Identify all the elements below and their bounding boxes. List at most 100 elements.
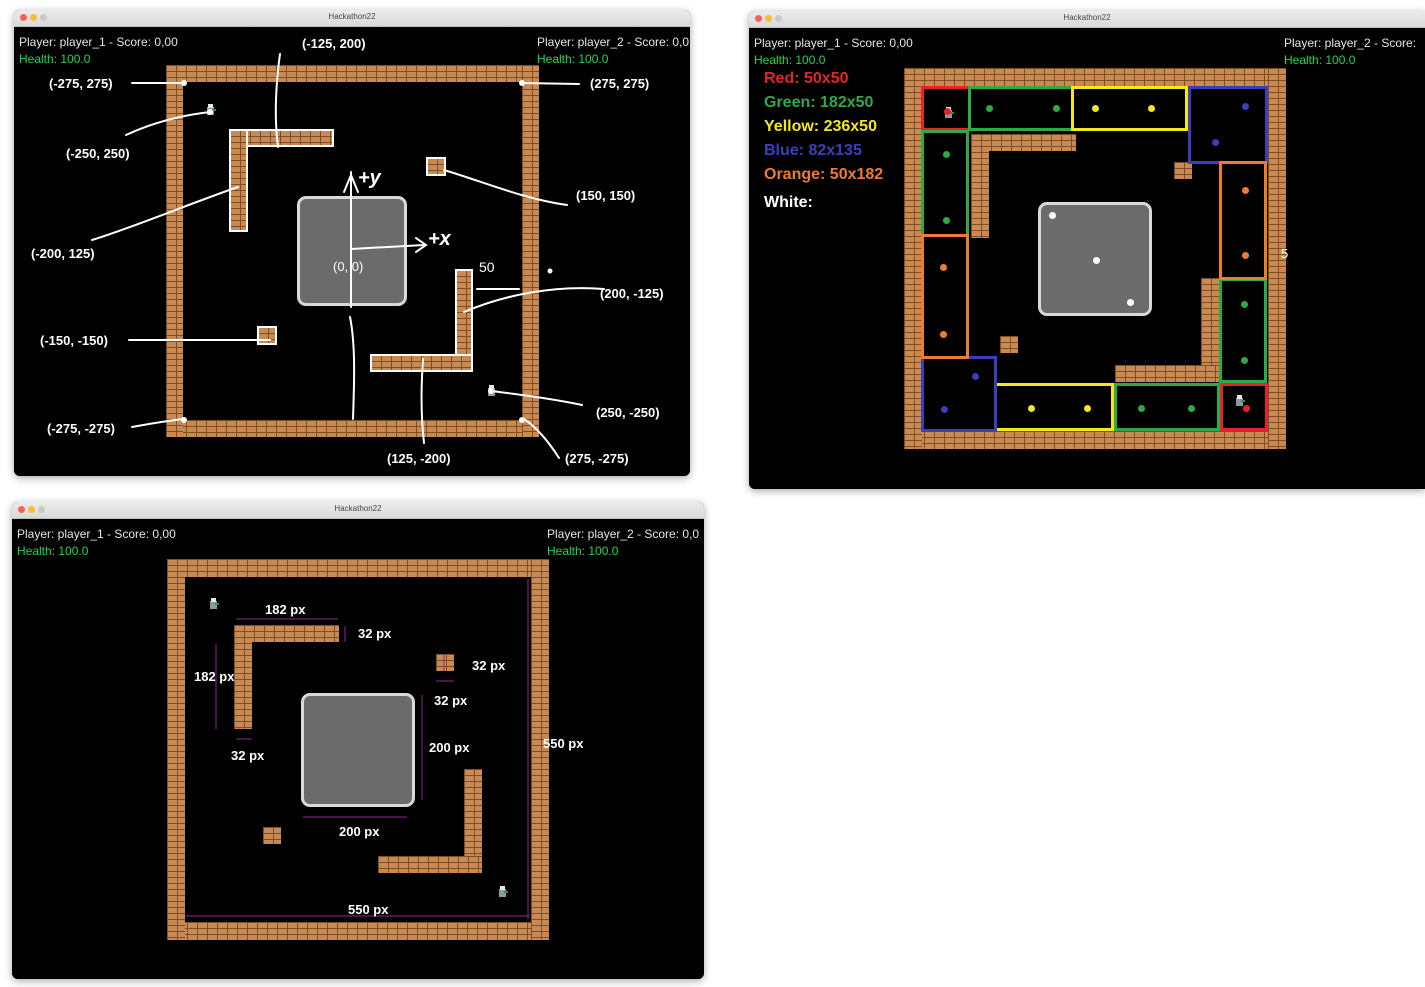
- arena-wall-left: [167, 559, 185, 940]
- maximize-button[interactable]: [40, 14, 47, 21]
- dot-green: [1138, 405, 1145, 412]
- label-block-upper-right: (150, 150): [576, 188, 636, 203]
- player1-health: Health: 100.0: [19, 52, 91, 66]
- dim-block-height: 32 px: [434, 693, 468, 708]
- dot-red: [944, 108, 951, 115]
- label-corner-top-right: (275, 275): [590, 76, 650, 91]
- dot-orange: [1242, 252, 1249, 259]
- inner-wall-right-vertical: [1201, 278, 1219, 382]
- legend-red: Red: 50x50: [764, 70, 849, 87]
- maximize-button[interactable]: [775, 15, 782, 22]
- region-red-bottom-right: [1220, 383, 1268, 431]
- region-orange-left: [921, 234, 969, 359]
- dim-center-width: 200 px: [339, 824, 380, 839]
- region-yellow-bottom: [994, 383, 1114, 431]
- arena-wall-top: [167, 559, 549, 577]
- close-button[interactable]: [755, 15, 762, 22]
- dot-green: [1241, 301, 1248, 308]
- dot-blue: [1242, 103, 1249, 110]
- inner-wall-top-left-horizontal: [229, 129, 334, 147]
- inner-wall-bottom-right-horizontal: [370, 354, 473, 372]
- block-upper-right: [436, 654, 454, 671]
- window-regions: Hackathon22 Player: player_1 - Score: 0,…: [749, 11, 1425, 489]
- game-canvas[interactable]: Player: player_1 - Score: 0,00 Health: 1…: [749, 28, 1425, 489]
- maximize-button[interactable]: [38, 506, 45, 513]
- dot-green: [986, 105, 993, 112]
- label-block-lower-left: (-150, -150): [40, 333, 108, 348]
- dim-top-wall-length: 182 px: [265, 602, 306, 617]
- block-upper-right: [426, 157, 446, 176]
- legend-orange: Orange: 50x182: [764, 166, 884, 183]
- arena-wall-top: [166, 65, 539, 82]
- inner-wall-bottom-horizontal: [1115, 365, 1219, 382]
- arena-wall-right: [522, 65, 539, 437]
- legend-yellow: Yellow: 236x50: [764, 118, 877, 135]
- inner-wall-top-horizontal: [971, 134, 1076, 151]
- label-wall-bottom: (125, -200): [387, 451, 451, 466]
- game-canvas[interactable]: Player: player_1 - Score: 0,00 Health: 1…: [14, 27, 690, 476]
- title-bar[interactable]: Hackathon22: [14, 10, 690, 27]
- dot-green: [943, 151, 950, 158]
- arena-wall-left: [904, 68, 922, 449]
- dimension-lines: [186, 579, 530, 919]
- minimize-button[interactable]: [30, 14, 37, 21]
- player2-health: Health: 100.0: [547, 544, 619, 558]
- label-spawn-top-left: (-250, 250): [66, 146, 130, 161]
- player2-sprite[interactable]: [497, 886, 508, 898]
- player1-score: Player: player_1 - Score: 0,00: [754, 36, 913, 50]
- title-bar[interactable]: Hackathon22: [749, 11, 1425, 28]
- dot-yellow: [1148, 105, 1155, 112]
- dim-block-width: 32 px: [472, 658, 506, 673]
- legend-blue: Blue: 82x135: [764, 142, 862, 159]
- player1-health: Health: 100.0: [17, 544, 89, 558]
- region-blue-top-right: [1188, 86, 1268, 164]
- window-title: Hackathon22: [1063, 13, 1111, 22]
- arena-wall-right: [1268, 68, 1286, 449]
- arena-wall-top: [904, 68, 1286, 86]
- dot-orange: [1242, 187, 1249, 194]
- label-spawn-bottom-right: (250, -250): [596, 405, 660, 420]
- inner-wall-bottom-right-vertical: [455, 269, 473, 372]
- legend-green: Green: 182x50: [764, 94, 874, 111]
- window-title: Hackathon22: [328, 12, 376, 21]
- player2-sprite[interactable]: [1234, 395, 1245, 407]
- dot-green: [943, 217, 950, 224]
- minimize-button[interactable]: [765, 15, 772, 22]
- region-blue-bottom-left: [921, 356, 997, 432]
- region-green-bottom: [1114, 383, 1220, 431]
- player2-score: Player: player_2 - Score:: [1284, 36, 1417, 50]
- label-five: 5: [1281, 246, 1289, 261]
- arena-wall-bottom: [904, 431, 1286, 449]
- label-plus-x: +x: [428, 228, 451, 250]
- close-button[interactable]: [20, 14, 27, 21]
- close-button[interactable]: [18, 506, 25, 513]
- dim-top-wall-thickness: 32 px: [358, 626, 392, 641]
- label-corner-top-left: (-275, 275): [49, 76, 113, 91]
- inner-wall-left-vertical: [234, 625, 252, 729]
- label-wall-right: (200, -125): [600, 286, 664, 301]
- player2-score: Player: player_2 - Score: 0,0: [547, 527, 700, 541]
- player2-score: Player: player_2 - Score: 0,0: [537, 35, 690, 49]
- region-orange-right: [1219, 161, 1267, 280]
- dot-orange: [940, 331, 947, 338]
- player1-sprite[interactable]: [208, 598, 219, 610]
- window-title: Hackathon22: [334, 504, 382, 513]
- label-corner-bottom-right: (275, -275): [565, 451, 629, 466]
- arena-wall-left: [166, 65, 183, 437]
- label-wall-top: (-125, 200): [302, 36, 366, 51]
- minimize-button[interactable]: [28, 506, 35, 513]
- game-canvas[interactable]: Player: player_1 - Score: 0,00 Health: 1…: [12, 519, 704, 979]
- title-bar[interactable]: Hackathon22: [12, 502, 704, 519]
- dot-green: [1241, 357, 1248, 364]
- arena-wall-right: [531, 559, 549, 940]
- legend-white: White:: [764, 194, 813, 211]
- player2-health: Health: 100.0: [537, 52, 609, 66]
- inner-wall-bottom-horizontal: [378, 856, 482, 873]
- dot-blue: [1212, 139, 1219, 146]
- arena-wall-bottom: [166, 420, 539, 437]
- inner-wall-right-vertical: [464, 769, 482, 873]
- player1-score: Player: player_1 - Score: 0,00: [19, 35, 178, 49]
- label-corner-bottom-left: (-275, -275): [47, 421, 115, 436]
- dot-green: [1188, 405, 1195, 412]
- dot-blue: [972, 373, 979, 380]
